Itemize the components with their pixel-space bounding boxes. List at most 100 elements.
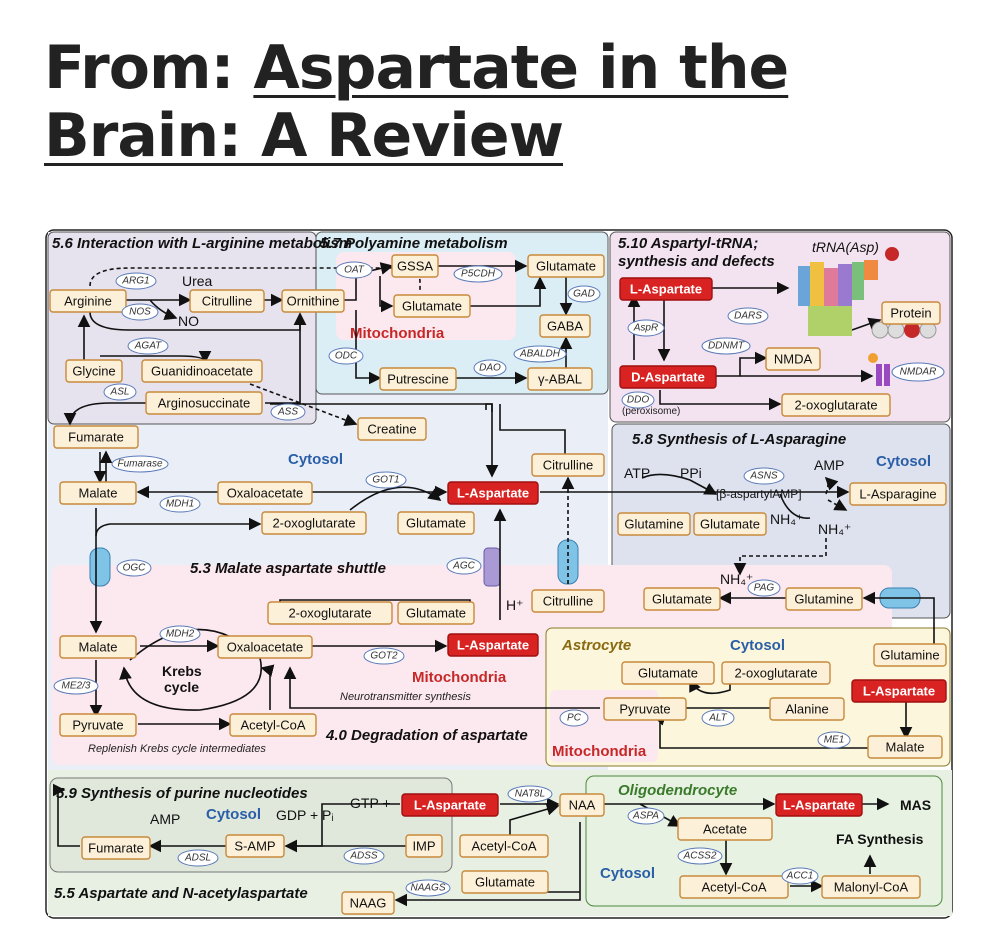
svg-text:Arginosuccinate: Arginosuccinate — [158, 396, 251, 411]
enzyme-abaldh: ABALDH — [513, 345, 567, 363]
svg-text:Oxaloacetate: Oxaloacetate — [227, 486, 304, 501]
svg-text:γ-ABAL: γ-ABAL — [538, 372, 582, 387]
svg-text:Creatine: Creatine — [367, 422, 416, 437]
gtp-label: GTP + — [350, 795, 391, 811]
nh4-label-2: NH₄⁺ — [818, 521, 851, 537]
malate-box-mito: Malate — [59, 635, 137, 659]
svg-text:Malate: Malate — [78, 640, 117, 655]
acetyl-coa-box-naa: Acetyl-CoA — [459, 834, 549, 858]
article-title-link[interactable]: Aspartate in the Brain: A Review — [44, 33, 789, 171]
enzyme-adsl: ADSL — [177, 849, 219, 867]
svg-text:ALT: ALT — [708, 713, 727, 724]
svg-text:Protein: Protein — [890, 306, 931, 321]
glutamate-box-pag: Glutamate — [643, 587, 721, 611]
enzyme-nos: NOS — [121, 303, 159, 321]
svg-text:D-Aspartate: D-Aspartate — [631, 370, 705, 385]
svg-text:L-Asparagine: L-Asparagine — [859, 487, 936, 502]
guanidinoacetate-box: Guanidinoacetate — [141, 359, 263, 383]
svg-text:ASNS: ASNS — [749, 471, 778, 482]
svg-text:Oxaloacetate: Oxaloacetate — [227, 640, 304, 655]
svg-text:ACSS2: ACSS2 — [683, 851, 717, 862]
citrulline-box-mito: Citrulline — [531, 589, 605, 613]
oxaloacetate-box-cyto: Oxaloacetate — [217, 481, 313, 505]
svg-text:2-oxoglutarate: 2-oxoglutarate — [794, 398, 877, 413]
glutamine-box-asn: Glutamine — [617, 512, 691, 536]
figure-title: From: Aspartate in the Brain: A Review — [44, 34, 974, 170]
svg-text:ABALDH: ABALDH — [519, 349, 561, 360]
cytosol-label-asparagine: Cytosol — [876, 453, 931, 470]
enzyme-me1: ME1 — [817, 731, 851, 749]
putrescine-box: Putrescine — [379, 367, 457, 391]
enzyme-alt: ALT — [701, 709, 735, 727]
svg-text:OAT: OAT — [344, 265, 365, 276]
enzyme-ddnmt: DDNMT — [701, 337, 751, 355]
enzyme-acc1: ACC1 — [781, 867, 819, 885]
enzyme-mdh1: MDH1 — [159, 495, 201, 513]
amp-label-purine: AMP — [150, 811, 180, 827]
trna-asp-structure — [798, 247, 899, 336]
svg-text:GABA: GABA — [547, 319, 583, 334]
fumarate-box-purine: Fumarate — [81, 836, 151, 860]
svg-text:Acetate: Acetate — [703, 822, 747, 837]
enzyme-fumarase: Fumarase — [111, 455, 169, 473]
nh4-label-1: NH₄⁺ — [770, 511, 803, 527]
section-5-6-title: 5.6 Interaction with L-arginine metaboli… — [52, 235, 352, 252]
no-label: NO — [178, 313, 199, 329]
enzyme-acss2: ACSS2 — [677, 847, 723, 865]
svg-text:AspR: AspR — [633, 323, 658, 334]
acetyl-coa-box-mito: Acetyl-CoA — [229, 713, 317, 737]
svg-text:DDO: DDO — [627, 395, 649, 406]
nmdar-label: NMDAR — [891, 362, 945, 382]
svg-text:PC: PC — [567, 713, 582, 724]
fumarate-box-top: Fumarate — [53, 425, 139, 449]
two-og-box-cyto: 2-oxoglutarate — [261, 511, 367, 535]
svg-text:GSSA: GSSA — [397, 259, 433, 274]
svg-text:Fumarase: Fumarase — [117, 459, 162, 470]
two-og-box-astro: 2-oxoglutarate — [721, 661, 831, 685]
svg-text:Glutamate: Glutamate — [402, 299, 462, 314]
svg-text:2-oxoglutarate: 2-oxoglutarate — [272, 516, 355, 531]
l-aspartate-box-astro: L-Aspartate — [851, 679, 947, 703]
protein-box: Protein — [881, 301, 941, 325]
acetate-box: Acetate — [677, 817, 773, 841]
d-aspartate-box: D-Aspartate — [619, 365, 717, 389]
svg-text:Fumarate: Fumarate — [88, 841, 144, 856]
nh4-label-3: NH₄⁺ — [720, 571, 753, 587]
s-amp-box: S-AMP — [225, 834, 285, 858]
title-prefix: From: — [44, 33, 254, 103]
mito-label-polyamine: Mitochondria — [350, 325, 445, 342]
section-5-8-title: 5.8 Synthesis of L-Asparagine — [632, 431, 846, 448]
enzyme-got1: GOT1 — [365, 471, 407, 489]
svg-text:MDH1: MDH1 — [166, 499, 194, 510]
enzyme-oat: OAT — [335, 261, 373, 279]
section-5-7-title: 5.7 Polyamine metabolism — [320, 235, 508, 252]
section-5-9-title: 5.9 Synthesis of purine nucleotides — [56, 785, 308, 802]
pyruvate-box-mito: Pyruvate — [59, 713, 137, 737]
ogc-transporter — [89, 547, 111, 587]
naag-box: NAAG — [341, 891, 395, 915]
svg-text:S-AMP: S-AMP — [234, 839, 275, 854]
svg-text:OGC: OGC — [123, 563, 147, 574]
svg-text:L-Aspartate: L-Aspartate — [414, 798, 486, 813]
malate-box-astro: Malate — [867, 735, 943, 759]
svg-text:Glutamine: Glutamine — [624, 517, 683, 532]
glutamine-box-pag: Glutamine — [785, 587, 863, 611]
svg-text:ASPA: ASPA — [632, 811, 659, 822]
svg-text:Glutamate: Glutamate — [638, 666, 698, 681]
l-aspartate-box-purine: L-Aspartate — [401, 793, 499, 817]
svg-text:L-Aspartate: L-Aspartate — [783, 798, 855, 813]
gdp-pi-label: GDP + Pᵢ — [276, 807, 334, 823]
enzyme-me23: ME2/3 — [53, 677, 99, 695]
svg-text:Glutamine: Glutamine — [794, 592, 853, 607]
enzyme-aspr: AspR — [627, 319, 665, 337]
svg-text:Citrulline: Citrulline — [543, 458, 594, 473]
svg-text:ADSL: ADSL — [184, 853, 211, 864]
mito-label-astrocyte: Mitochondria — [552, 743, 647, 760]
glutamate-box-mito: Glutamate — [397, 601, 475, 625]
svg-text:NAAGS: NAAGS — [410, 883, 445, 894]
pyruvate-box-astro: Pyruvate — [603, 697, 687, 721]
svg-text:Alanine: Alanine — [785, 702, 828, 717]
svg-text:Glutamate: Glutamate — [406, 606, 466, 621]
svg-text:PAG: PAG — [754, 583, 775, 594]
enzyme-mdh2: MDH2 — [159, 625, 201, 643]
